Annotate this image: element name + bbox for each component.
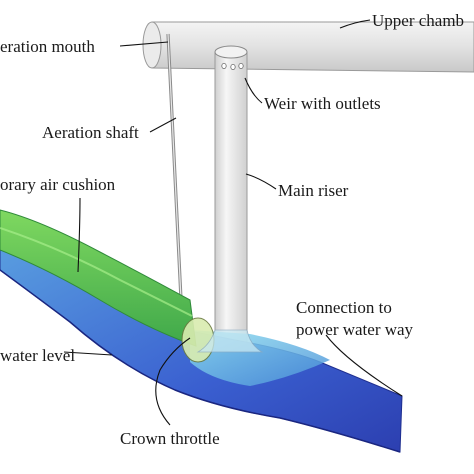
weir-outlet: [238, 63, 244, 70]
leader-aeration-mouth: [119, 41, 169, 47]
air-cushion-highlight: [0, 227, 193, 317]
label-connection-line2: power water way: [296, 320, 414, 339]
label-aeration-shaft: Aeration shaft: [42, 123, 139, 142]
leader-weir: [244, 77, 263, 104]
label-crown-throttle: Crown throttle: [120, 429, 220, 448]
leader-crown-throttle: [155, 337, 191, 426]
label-main-riser: Main riser: [278, 181, 349, 200]
label-aeration-mouth: eration mouth: [0, 37, 95, 56]
upper-chamber-end: [142, 21, 162, 69]
label-connection-line1: Connection to: [296, 298, 392, 317]
leader-aeration-shaft: [149, 117, 177, 133]
leader-upper-chamber: [339, 19, 371, 29]
water-bottom-edge: [0, 269, 401, 453]
leader-connection: [325, 334, 403, 397]
weir-outlet: [221, 63, 227, 70]
riser-base: [196, 329, 264, 353]
weir-top: [214, 45, 248, 59]
main-riser-body: [214, 51, 248, 343]
label-weir-with-outlets: Weir with outlets: [264, 94, 381, 113]
aeration-shaft-highlight: [167, 33, 184, 341]
leader-air-cushion: [77, 197, 81, 273]
aeration-shaft: [166, 33, 185, 341]
leader-water-level: [63, 351, 113, 356]
label-upper-chamber: Upper chamb: [372, 11, 464, 30]
weir-outlet: [230, 64, 236, 71]
leader-main-riser: [245, 173, 277, 190]
label-water-level: water level: [0, 346, 75, 365]
label-air-cushion: orary air cushion: [0, 175, 116, 194]
main-riser: [214, 45, 248, 343]
